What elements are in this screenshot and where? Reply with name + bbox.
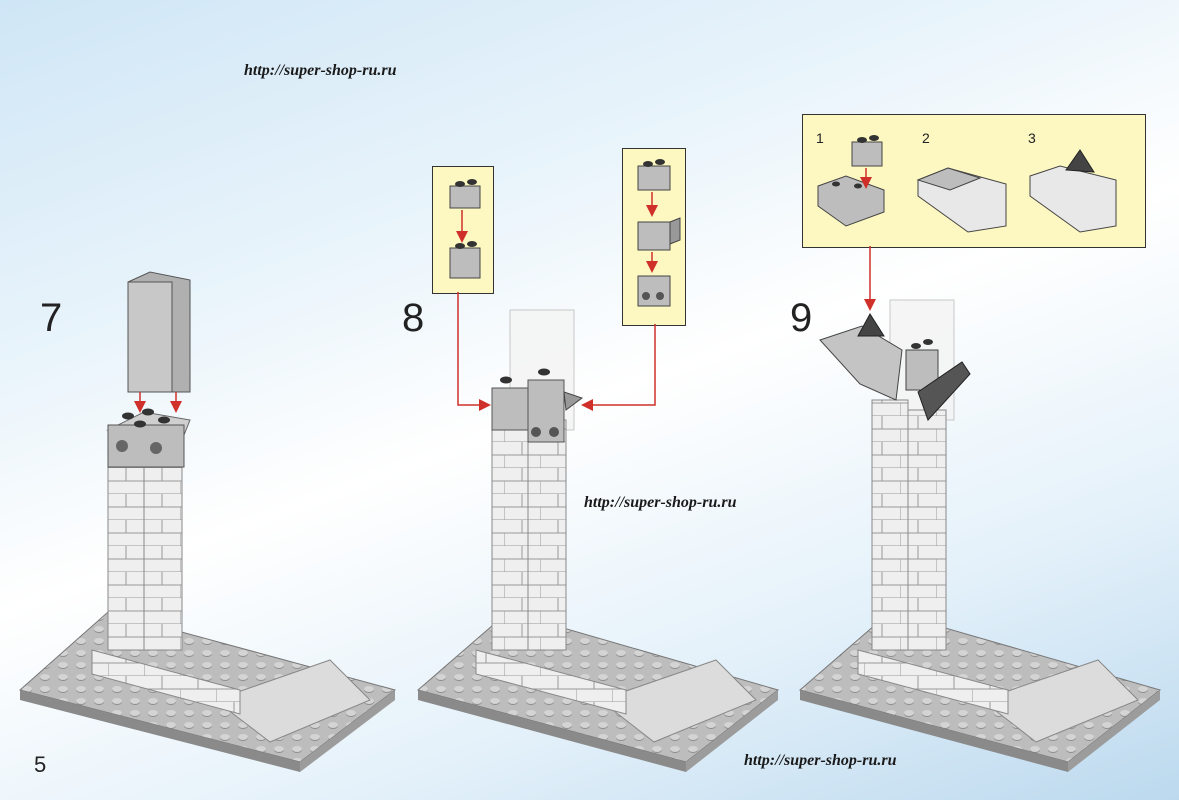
step-9-dark-grille (917, 361, 971, 421)
step-8-ramp (598, 659, 757, 743)
substep-3-label: 3 (1028, 130, 1036, 146)
step-7-ramp (213, 659, 371, 743)
step-8-base-wall (475, 649, 627, 715)
step-9-ramp (980, 659, 1139, 743)
step-number-9: 9 (790, 296, 813, 340)
step-number-8: 8 (402, 296, 425, 340)
step-7-model (18, 271, 397, 772)
step-8-column-right (527, 419, 567, 651)
step-8-arrow-left (457, 292, 491, 411)
substep-2-label: 2 (922, 130, 930, 146)
step-7-column-right (143, 439, 183, 651)
step-9-column-right (907, 409, 947, 651)
step-9-slope-assembly (819, 325, 903, 401)
step-9-column-left (871, 399, 909, 651)
step-9-base-wall (857, 649, 1009, 715)
step-8-model (416, 159, 780, 772)
step-9-model (798, 135, 1162, 772)
watermark-bottom: http://super-shop-ru.ru (744, 752, 897, 769)
watermark-middle: http://super-shop-ru.ru (584, 494, 737, 511)
watermark-top: http://super-shop-ru.ru (244, 62, 397, 79)
substep-1-label: 1 (816, 130, 824, 146)
step-8-new-brick-left (491, 387, 529, 431)
step-8-column-left (491, 409, 529, 651)
step-8-arrow-right (581, 324, 656, 411)
step-7-base-wall (91, 649, 241, 715)
page-number: 5 (34, 752, 47, 777)
step-number-7: 7 (40, 296, 63, 340)
